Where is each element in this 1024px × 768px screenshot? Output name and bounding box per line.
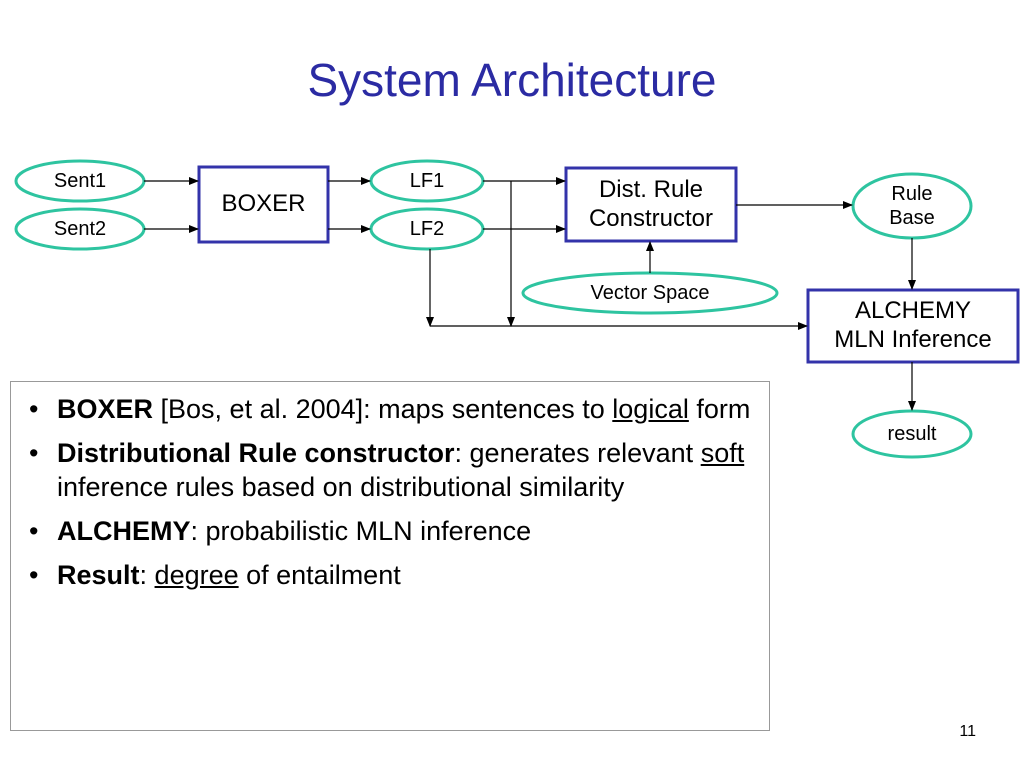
bullet-underlined-term: degree — [154, 560, 239, 590]
slide-title: System Architecture — [307, 54, 717, 106]
alchemy-box — [806, 288, 1020, 364]
bullet-text: of entailment — [238, 560, 401, 590]
bullet-text: : probabilistic MLN inference — [190, 516, 532, 546]
alchemy-label: ALCHEMY MLN Inference — [834, 297, 992, 353]
bullet-bold-term: Distributional Rule constructor — [57, 438, 455, 468]
bullet-dot: • — [29, 438, 39, 468]
sent2-label: Sent2 — [53, 218, 107, 240]
page-number: 11 — [959, 723, 976, 740]
bullet-bold-term: BOXER — [57, 394, 154, 424]
bullet-item: • BOXER [Bos, et al. 2004]: maps sentenc… — [25, 392, 757, 426]
bullet-item: • Result: degree of entailment — [25, 558, 757, 592]
vector-space-label: Vector Space — [590, 282, 710, 304]
result-label: result — [887, 423, 937, 445]
bullet-dot: • — [29, 516, 39, 546]
bullet-item: • Distributional Rule constructor: gener… — [25, 436, 757, 504]
bullet-text: inference rules based on distributional … — [57, 472, 625, 502]
bullet-text: : generates relevant — [454, 438, 701, 468]
bullet-list: • BOXER [Bos, et al. 2004]: maps sentenc… — [25, 392, 757, 602]
boxer-box — [197, 165, 330, 244]
bullet-underlined-term: soft — [700, 438, 745, 468]
bullet-text: [Bos, et al. 2004]: maps sentences to — [153, 394, 613, 424]
bullet-text: : — [139, 560, 155, 590]
sent1-label: Sent1 — [53, 170, 107, 192]
bullet-text-box: • BOXER [Bos, et al. 2004]: maps sentenc… — [10, 381, 770, 731]
lf1-label: LF1 — [409, 170, 445, 192]
bullet-dot: • — [29, 560, 39, 590]
bullet-bold-term: Result — [57, 560, 140, 590]
bullet-text: form — [688, 394, 751, 424]
bullet-item: • ALCHEMY: probabilistic MLN inference — [25, 514, 757, 548]
result-ellipse — [851, 409, 973, 459]
dist-rule-label: Dist. Rule Constructor — [588, 175, 714, 232]
rule-base-label: Rule Base — [889, 183, 935, 229]
bullet-bold-term: ALCHEMY — [57, 516, 191, 546]
bullet-underlined-term: logical — [612, 394, 689, 424]
boxer-label: BOXER — [221, 190, 306, 218]
bullet-dot: • — [29, 394, 39, 424]
lf2-label: LF2 — [409, 218, 445, 240]
